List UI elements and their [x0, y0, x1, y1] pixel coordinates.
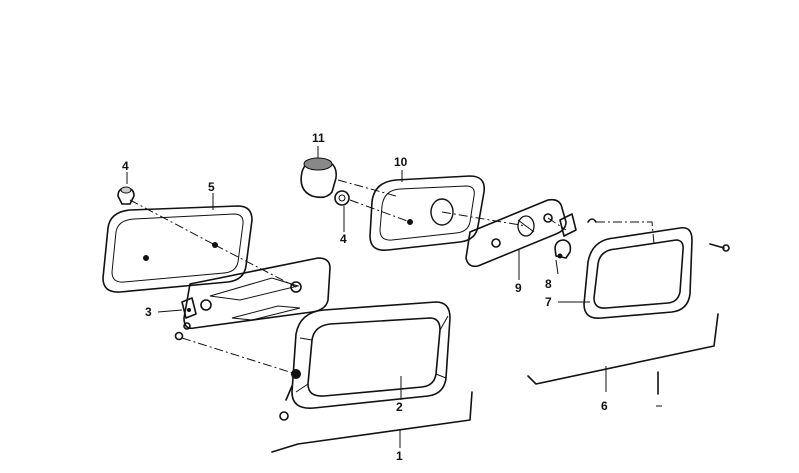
callout-6: 6 — [601, 399, 608, 413]
callout-7: 7 — [545, 295, 552, 309]
callout-8: 8 — [545, 277, 552, 291]
leader-lines — [126, 146, 590, 400]
callout-2: 2 — [396, 400, 403, 414]
bulb-socket-part-11 — [300, 157, 338, 199]
base-plate-part-9 — [465, 198, 567, 268]
clip-part-3 — [174, 297, 197, 341]
callout-11: 11 — [312, 131, 325, 145]
callout-9: 9 — [515, 281, 522, 295]
callout-10: 10 — [394, 155, 408, 169]
screw-right — [587, 218, 730, 252]
screw-part-4-center — [334, 190, 350, 206]
group-bracket-1 — [271, 391, 473, 453]
scan-marks — [656, 371, 662, 407]
base-plate-left — [183, 257, 331, 330]
callout-3: 3 — [145, 305, 152, 319]
callout-1: 1 — [396, 449, 403, 463]
assembly-lines — [129, 179, 655, 375]
screw-part-4-left — [117, 186, 135, 205]
group-bracket-6 — [527, 313, 719, 392]
lens-part-7 — [583, 226, 693, 320]
gasket-part-5 — [102, 205, 253, 293]
callout-4-center: 4 — [340, 232, 347, 246]
callout-5: 5 — [208, 180, 215, 194]
bulb-part-8 — [554, 213, 577, 259]
lens-part-2 — [279, 301, 451, 421]
callout-4-left: 4 — [122, 159, 129, 173]
